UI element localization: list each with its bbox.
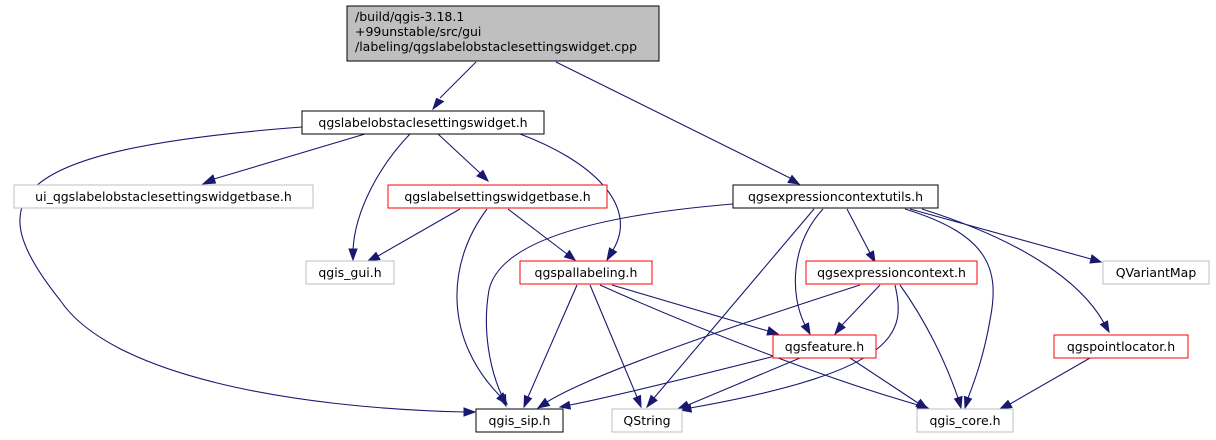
node-settings-base-h[interactable]: qgslabelsettingswidgetbase.h — [387, 184, 608, 209]
node-label: qgspointlocator.h — [1067, 339, 1175, 354]
node-label: qgslabelobstaclesettingswidget.h — [318, 115, 527, 130]
edge-obstacle-widget-to-gis-sip-h — [19, 126, 477, 417]
edge-exprutils-to-gis-core-h — [904, 208, 994, 410]
graph-edges — [19, 61, 1110, 417]
node-label: ui_qgslabelobstaclesettingswidgetbase.h — [35, 189, 292, 204]
edge-exprcontext-to-gis-sip-h — [536, 284, 861, 409]
edge-pallabeling-to-feature-h — [611, 284, 780, 336]
edge-settings-base-to-gis-gui-h — [366, 208, 461, 262]
node-exprcontext-h[interactable]: qgsexpressioncontext.h — [805, 260, 978, 285]
edge-root-to-obstacle-widget-h — [432, 61, 477, 111]
node-label: qgsexpressioncontext.h — [817, 265, 966, 280]
node-gis-core-h[interactable]: qgis_core.h — [916, 408, 1014, 433]
edge-pallabeling-to-gis-sip-h — [523, 284, 578, 409]
edge-exprutils-to-gis-sip-h — [485, 203, 734, 408]
edge-obstacle-widget-to-settings-base-h — [437, 133, 490, 183]
graph-nodes: /build/qgis-3.18.1 +99unstable/src/gui /… — [13, 5, 1210, 433]
node-label: QVariantMap — [1116, 265, 1197, 280]
edge-exprutils-to-exprcontext-h — [846, 208, 876, 264]
edge-exprutils-to-qstring — [646, 208, 815, 409]
edge-root-to-exprutils-h — [555, 61, 801, 185]
edge-exprutils-to-pointlocator-h — [921, 208, 1110, 334]
node-feature-h[interactable]: qgsfeature.h — [772, 334, 877, 359]
node-obstacle-widget-h[interactable]: qgslabelobstaclesettingswidget.h — [301, 110, 545, 135]
node-label: qgis_sip.h — [489, 413, 551, 428]
root-file-line-1: /build/qgis-3.18.1 — [355, 9, 464, 24]
edge-feature-to-gis-sip-h — [558, 355, 776, 410]
edge-exprcontext-to-gis-core-h — [899, 284, 963, 410]
edge-pointlocator-to-gis-core-h — [998, 357, 1091, 410]
node-label: qgsfeature.h — [785, 339, 864, 354]
root-file-line-2: +99unstable/src/gui — [355, 24, 481, 39]
node-label: qgis_gui.h — [318, 265, 381, 280]
edge-pallabeling-to-qstring — [589, 284, 642, 409]
node-pallabeling-h[interactable]: qgspallabeling.h — [519, 260, 653, 285]
edge-exprcontext-to-feature-h — [834, 284, 881, 336]
root-file-line-3: /labeling/qgslabelobstaclesettingswidget… — [355, 39, 637, 54]
node-qstring[interactable]: QString — [611, 408, 683, 433]
edge-exprutils-to-qvariantmap — [909, 208, 1103, 264]
edge-obstacle-widget-to-gis-gui-h — [348, 133, 411, 262]
node-gis-sip-h[interactable]: qgis_sip.h — [475, 408, 564, 433]
edge-obstacle-widget-to-ui-base-h — [201, 133, 366, 185]
node-qvariantmap[interactable]: QVariantMap — [1102, 260, 1210, 285]
node-label: qgis_core.h — [929, 413, 1000, 428]
node-exprutils-h[interactable]: qgsexpressioncontextutils.h — [732, 184, 939, 209]
edge-exprutils-to-feature-h — [794, 208, 824, 336]
node-ui-base-h[interactable]: ui_qgslabelobstaclesettingswidgetbase.h — [13, 184, 314, 209]
node-root-file[interactable]: /build/qgis-3.18.1 +99unstable/src/gui /… — [346, 5, 660, 62]
edge-settings-base-to-pallabeling-h — [507, 208, 577, 261]
node-label: QString — [623, 413, 670, 428]
node-label: qgslabelsettingswidgetbase.h — [404, 189, 590, 204]
edge-feature-to-qstring — [676, 357, 801, 410]
node-label: qgspallabeling.h — [535, 265, 638, 280]
node-pointlocator-h[interactable]: qgspointlocator.h — [1053, 334, 1189, 359]
edge-settings-base-to-gis-sip-h — [456, 208, 508, 406]
node-gis-gui-h[interactable]: qgis_gui.h — [305, 260, 395, 285]
edge-feature-to-gis-core-h — [849, 357, 929, 409]
node-label: qgsexpressioncontextutils.h — [748, 189, 923, 204]
